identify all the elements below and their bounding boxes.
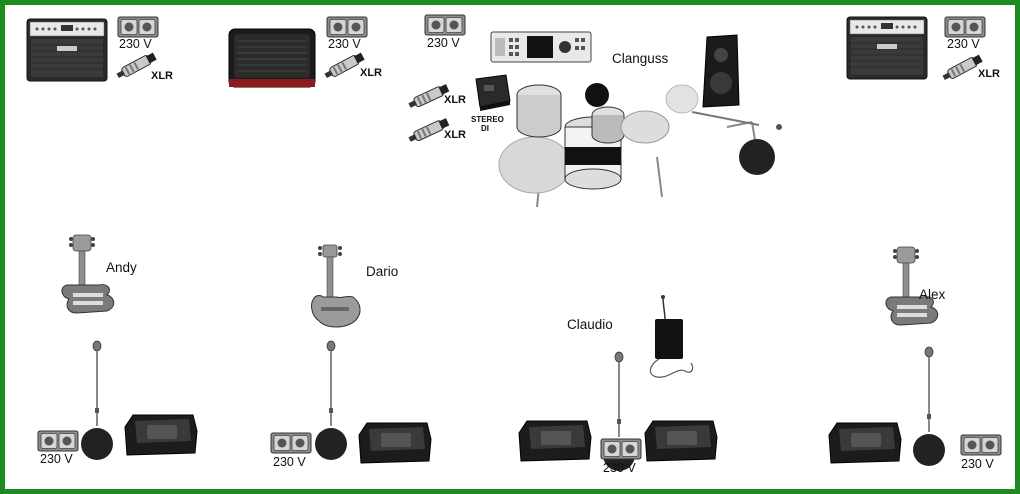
power-label: 230 V <box>603 461 636 475</box>
guitar-amp-right-icon <box>846 16 928 80</box>
monitor-wedge-icon <box>828 422 902 464</box>
power-outlet-icon <box>960 434 1002 456</box>
bass-cabinet-icon <box>228 28 316 88</box>
drummer-name: Clanguss <box>612 51 669 66</box>
guitar-amp-left-icon <box>26 18 108 82</box>
drum-module-icon <box>490 31 592 63</box>
power-label: 230 V <box>961 457 994 471</box>
xlr-label: XLR <box>978 68 1000 80</box>
power-label: 230 V <box>328 37 361 51</box>
xlr-label: XLR <box>151 70 173 82</box>
power-outlet-icon <box>424 14 466 36</box>
xlr-label: XLR <box>360 67 382 79</box>
pa-speaker-icon <box>702 34 740 108</box>
wireless-mic-pack-icon <box>649 295 694 378</box>
power-outlet-icon <box>117 16 159 38</box>
monitor-wedge-icon <box>124 414 198 456</box>
power-label: 230 V <box>119 37 152 51</box>
power-label: 230 V <box>947 37 980 51</box>
guitar-icon <box>61 234 115 314</box>
xlr-label: XLR <box>444 129 466 141</box>
xlr-label: XLR <box>444 94 466 106</box>
power-outlet-icon <box>326 16 368 38</box>
monitor-wedge-icon <box>358 422 432 464</box>
drum-kit-icon <box>498 83 782 208</box>
musician-name-claudio: Claudio <box>567 317 613 332</box>
musician-name-dario: Dario <box>366 264 399 279</box>
power-outlet-icon <box>37 430 79 452</box>
monitor-wedge-icon <box>518 420 592 462</box>
musician-name-andy: Andy <box>106 260 137 275</box>
bass-guitar-icon <box>311 244 361 328</box>
power-outlet-icon <box>600 438 642 460</box>
power-label: 230 V <box>427 36 460 50</box>
power-label: 230 V <box>40 452 73 466</box>
di-box-icon <box>475 74 511 111</box>
power-label: 230 V <box>273 455 306 469</box>
di-label-line2: DI <box>481 124 489 133</box>
di-label-line1: STEREO <box>471 115 504 124</box>
power-outlet-icon <box>944 16 986 38</box>
power-outlet-icon <box>270 432 312 454</box>
mic-stand-icon <box>912 346 946 467</box>
monitor-wedge-icon <box>644 420 718 462</box>
musician-name-alex: Alex <box>919 287 946 302</box>
